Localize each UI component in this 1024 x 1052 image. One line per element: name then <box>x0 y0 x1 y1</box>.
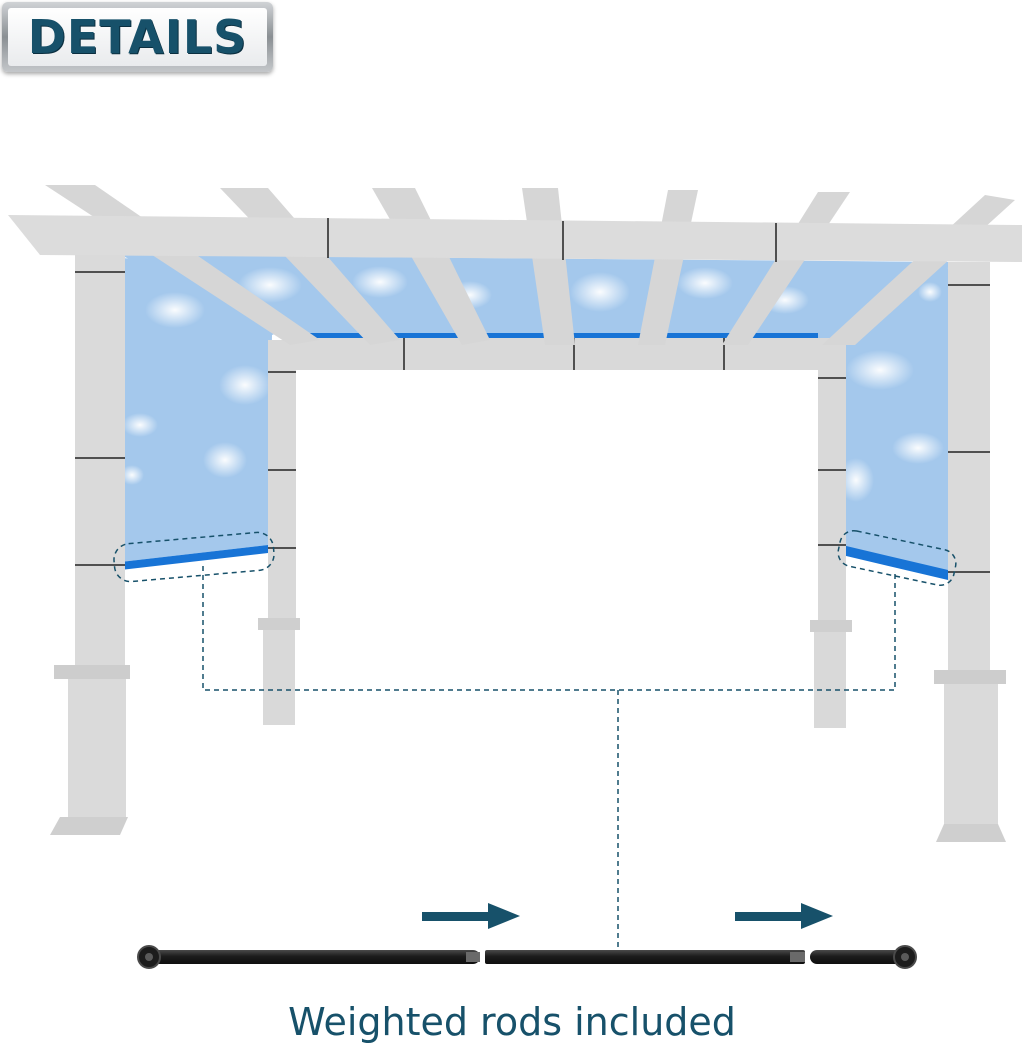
arrow-right-icon <box>735 903 833 929</box>
rod-segment-right <box>810 950 910 964</box>
details-title: DETAILS <box>27 10 248 64</box>
left-shade-panel <box>120 258 285 562</box>
rod-segment-left <box>150 950 480 964</box>
right-weighted-rod <box>842 545 948 580</box>
front-left-post <box>50 255 130 835</box>
details-badge-face: DETAILS <box>8 8 267 66</box>
details-badge: DETAILS <box>2 2 273 72</box>
back-left-post <box>258 340 300 725</box>
left-weighted-rod <box>120 545 268 570</box>
right-shade-panel <box>838 268 948 578</box>
right-rod-highlight <box>837 529 957 587</box>
front-beam <box>8 215 1022 262</box>
left-rod-highlight <box>113 531 275 583</box>
caption: Weighted rods included <box>288 1000 736 1044</box>
rod-segment-middle <box>485 950 805 964</box>
back-right-post <box>810 340 852 728</box>
callout-connector <box>202 566 896 691</box>
arrow-right-icon <box>422 903 520 929</box>
weighted-rod-assembly <box>137 945 917 969</box>
front-right-post <box>934 262 1006 842</box>
